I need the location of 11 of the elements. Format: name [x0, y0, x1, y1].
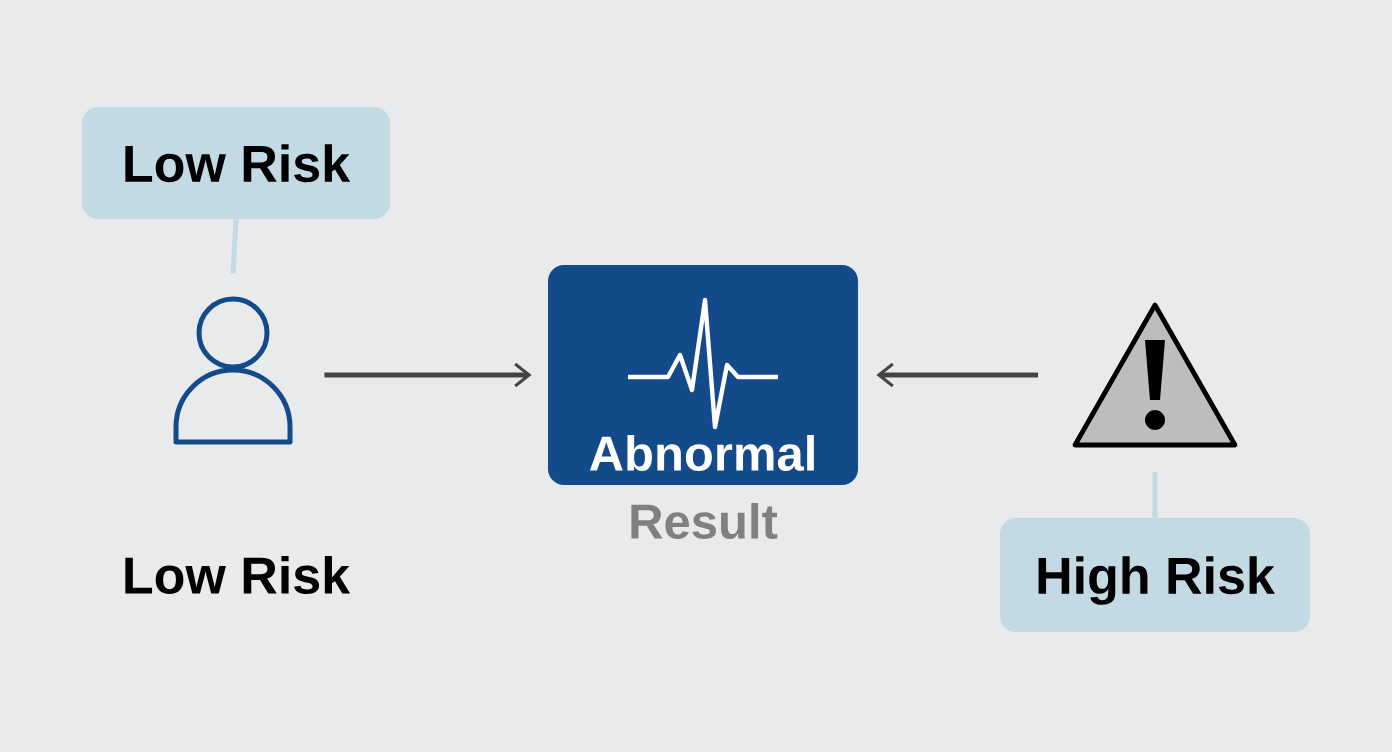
leader-line: [230, 219, 239, 274]
result-box: Abnormal: [548, 265, 858, 485]
person-icon: [173, 296, 293, 445]
arrow: [876, 362, 1039, 388]
arrow: [324, 362, 532, 388]
caption-text: Result: [631, 503, 778, 539]
risk-callout-box: Low Risk: [82, 107, 390, 219]
leader-line: [1152, 471, 1158, 518]
risk-label: Low Risk: [125, 555, 351, 595]
warning-icon: [1072, 302, 1238, 448]
risk-callout-box: High Risk: [1000, 518, 1310, 632]
